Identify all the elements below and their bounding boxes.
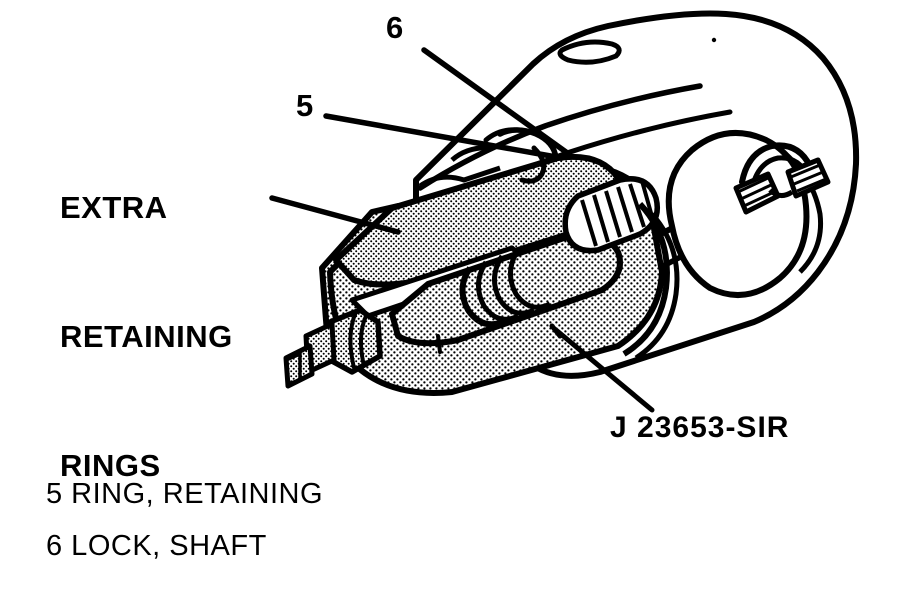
collar-ring-4 (508, 248, 552, 310)
drive-hex-facets (285, 351, 302, 386)
compressor-tool-body (319, 127, 680, 396)
drawing-group (269, 10, 860, 413)
housing-top-seam (417, 83, 703, 191)
legend-item-5: 5 RING, RETAINING (46, 478, 324, 510)
legend-item-6: 6 LOCK, SHAFT (46, 530, 267, 562)
drive-collar-grooves (348, 311, 368, 369)
leader-line-extra-rings (269, 195, 401, 235)
clip-tang-right-ribs (790, 163, 827, 193)
collar-ring-group (459, 248, 552, 328)
body-tick-mark (436, 334, 442, 354)
hex-drive-end (283, 307, 383, 389)
clip-tang-left-ribs (737, 176, 775, 208)
callout-number-6: 6 (386, 10, 404, 45)
leader-lines (269, 47, 655, 413)
extra-retaining-rings-label: EXTRA RETAINING RINGS (60, 100, 233, 573)
legend: 5 RING, RETAINING 6 LOCK, SHAFT (46, 468, 323, 572)
spline-ribs (580, 180, 655, 247)
tool-id-label: J 23653-SIR (610, 411, 790, 444)
leader-tick-tool-id (549, 323, 563, 339)
collar-ring-1 (459, 266, 504, 328)
splined-shaft-section (562, 176, 660, 254)
leader-line-5 (323, 113, 565, 161)
leader-line-6 (421, 47, 569, 155)
retaining-ring-clip (733, 142, 831, 215)
housing-bore-opening (665, 129, 810, 298)
extra-rings-line-3: RINGS (60, 448, 161, 483)
tool-contact-arc (450, 145, 493, 162)
tool-right-endcap-2 (634, 212, 680, 361)
clip-bridge (768, 188, 794, 198)
collar-ring-3 (492, 254, 536, 316)
leader-line-tool-id (553, 327, 655, 413)
tool-top-rib (418, 165, 501, 189)
center-punch-mark (711, 37, 717, 43)
tool-right-endcap (622, 201, 670, 357)
clip-arc-outer (739, 142, 813, 185)
collar-ring-2 (476, 260, 520, 322)
tool-tip-arc-2 (483, 127, 523, 143)
callout-number-5: 5 (296, 88, 314, 123)
housing-top-boss (557, 39, 622, 65)
extra-rings-line-1: EXTRA (60, 190, 168, 225)
extra-rings-line-2: RETAINING (60, 319, 233, 354)
